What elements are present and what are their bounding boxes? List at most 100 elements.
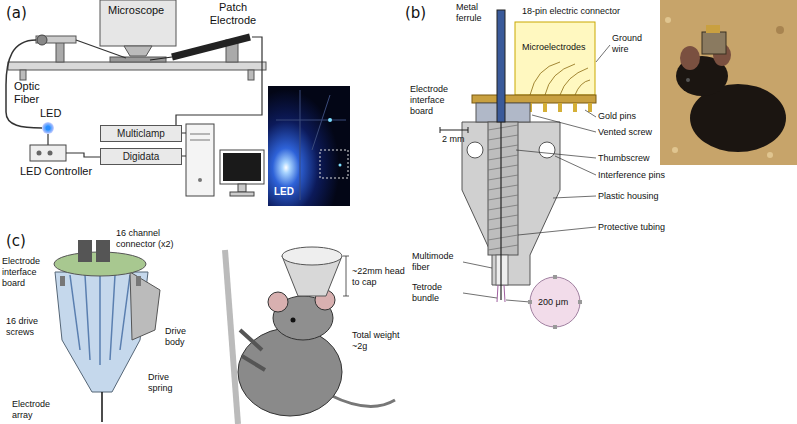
led-controller xyxy=(66,153,100,157)
part-label: LED Controller xyxy=(20,165,92,178)
led-source xyxy=(42,122,54,134)
optical-table xyxy=(8,62,266,70)
part-label: Patch Electrode xyxy=(204,1,262,27)
plastic-housing xyxy=(488,122,518,255)
mouse-cartoon xyxy=(268,292,288,312)
electrode-connector xyxy=(596,45,610,62)
led-source xyxy=(47,134,48,145)
part-label: 16 drive screws xyxy=(6,316,50,338)
dimension-label: 2 mm xyxy=(442,134,465,145)
computer xyxy=(223,153,261,181)
mouse-cartoon xyxy=(240,330,265,370)
part-label: Electrode interface board xyxy=(2,256,50,288)
computer xyxy=(238,184,246,192)
microdrive xyxy=(130,272,160,340)
part-label: Drive spring xyxy=(148,372,188,394)
metal-ferrule xyxy=(497,285,505,302)
mouse-photo xyxy=(660,0,797,165)
dimension-label: 200 μm xyxy=(538,297,568,308)
photo-label: LED xyxy=(274,186,294,198)
bundle-inset xyxy=(578,300,582,304)
mouse-photo xyxy=(660,0,797,165)
dimension-label: ~22mm head to cap xyxy=(352,266,408,288)
mouse-cartoon xyxy=(238,328,342,416)
box-label: Multiclamp xyxy=(117,128,165,139)
mouse-cartoon xyxy=(282,247,342,265)
fiber-holder xyxy=(6,35,126,128)
computer xyxy=(190,140,210,141)
led-source xyxy=(42,122,54,145)
optical-table xyxy=(248,70,254,80)
plastic-housing xyxy=(488,125,518,250)
mouse-photo xyxy=(706,25,720,33)
electrode-holder xyxy=(150,57,172,60)
computer xyxy=(190,134,210,135)
mouse-photo xyxy=(680,46,700,70)
part-label: Optic Fiber xyxy=(14,80,54,106)
microdrive xyxy=(78,240,92,262)
electrode-connector xyxy=(515,22,610,95)
microdrive xyxy=(101,392,103,422)
led-photo xyxy=(276,90,346,200)
led-photo xyxy=(339,164,342,167)
electrode-connector xyxy=(515,22,595,95)
panel-label: (c) xyxy=(6,232,26,250)
fiber-holder xyxy=(37,35,47,45)
led-controller xyxy=(48,151,53,156)
microdrive xyxy=(54,240,160,422)
part-label: Multimode fiber xyxy=(412,251,462,273)
part-label: Interference pins xyxy=(598,170,665,181)
part-label: 16 channel connector (x2) xyxy=(116,228,190,250)
mouse-cartoon xyxy=(225,250,238,424)
panel-label: (b) xyxy=(405,4,426,22)
box-label: Digidata xyxy=(123,151,160,162)
leader-line xyxy=(463,110,596,302)
metal-ferrule xyxy=(497,10,505,122)
panel-label: (a) xyxy=(6,4,27,22)
plastic-housing xyxy=(496,255,508,285)
part-label: Vented screw xyxy=(598,127,652,138)
interface-board xyxy=(472,95,596,103)
plastic-housing xyxy=(539,142,555,158)
microdrive xyxy=(136,276,141,286)
led-photo xyxy=(328,118,332,122)
part-label: Tetrode bundle xyxy=(412,282,462,304)
dimension-label: Total weight ~2g xyxy=(352,330,408,352)
rack-unit-box: Multiclamp xyxy=(100,125,182,142)
part-label: Thumbscrew xyxy=(598,153,650,164)
led-photo xyxy=(268,86,350,206)
mouse-photo xyxy=(672,147,678,153)
part-label: Ground wire xyxy=(612,33,652,55)
computer xyxy=(182,124,264,196)
scale-bar xyxy=(440,127,468,133)
part-label: Microelectrodes xyxy=(522,42,586,53)
mouse-photo xyxy=(686,78,690,82)
bundle-inset xyxy=(530,277,580,327)
microscope-body xyxy=(100,0,176,46)
electrode-holder xyxy=(172,37,250,57)
bundle-inset xyxy=(528,275,582,329)
bundle-inset xyxy=(553,275,557,279)
part-label: Plastic housing xyxy=(598,191,659,202)
mouse-photo xyxy=(767,152,773,158)
microdrive xyxy=(70,275,130,365)
interface-board xyxy=(573,103,577,112)
computer xyxy=(220,150,264,184)
part-label: Electrode array xyxy=(12,399,62,421)
part-label: Metal ferrule xyxy=(456,2,494,24)
interface-board xyxy=(588,103,592,112)
computer xyxy=(230,192,254,196)
mouse-cartoon xyxy=(330,395,395,406)
metal-ferrule xyxy=(497,10,505,302)
microdrive xyxy=(96,240,110,262)
mouse-cartoon xyxy=(343,256,349,296)
mouse-photo xyxy=(665,17,671,23)
microscope-body xyxy=(124,46,152,56)
electrode-holder xyxy=(176,37,262,125)
part-label: Protective tubing xyxy=(598,222,665,233)
computer xyxy=(198,178,202,182)
bundle-inset xyxy=(553,325,557,329)
part-label: Microscope xyxy=(108,4,164,17)
computer xyxy=(182,133,186,156)
